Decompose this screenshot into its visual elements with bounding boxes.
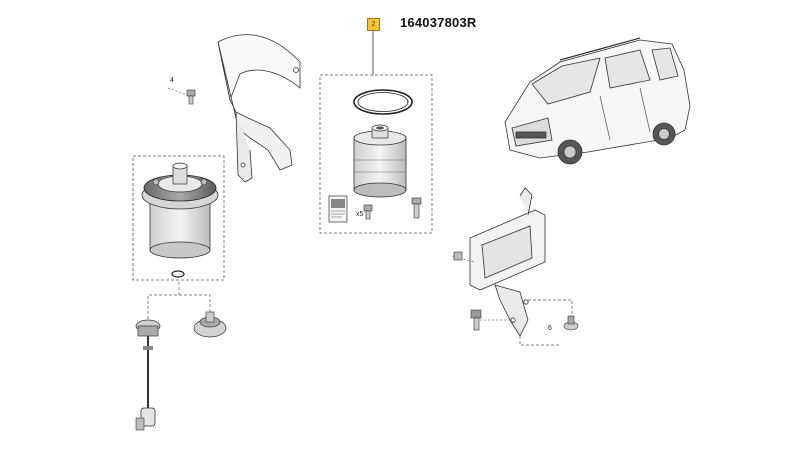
housing-o-ring[interactable]: [171, 270, 185, 278]
screw-label-4: 4: [170, 77, 174, 84]
bolt-label-6: 6: [548, 325, 552, 332]
fuel-filter-cartridge[interactable]: [353, 124, 407, 198]
o-ring[interactable]: [353, 89, 413, 115]
nut-connector-lines: [519, 299, 573, 346]
fuel-filter-housing[interactable]: [141, 162, 219, 259]
bracket-stud[interactable]: [453, 251, 463, 261]
vehicle-illustration: [504, 37, 691, 165]
sensor-connector-lines: [147, 282, 211, 320]
bleed-screw[interactable]: [411, 197, 422, 219]
water-in-fuel-sensor[interactable]: [135, 319, 161, 431]
heat-shield-bracket[interactable]: [217, 34, 301, 183]
filter-housing-box: [132, 155, 225, 281]
small-screw[interactable]: [363, 204, 373, 220]
instruction-sheet-icon: [328, 195, 348, 223]
callout-marker[interactable]: 2: [367, 18, 380, 31]
bracket-bolt[interactable]: [470, 309, 510, 331]
filter-mounting-bracket[interactable]: [469, 187, 546, 337]
nut-with-washer[interactable]: [563, 315, 579, 331]
kit-qty-label: x5: [356, 211, 364, 218]
drain-plug[interactable]: [193, 311, 227, 338]
filter-kit-box: [319, 74, 433, 234]
part-number-label: 164037803R: [400, 15, 477, 30]
mount-screw-top-left[interactable]: [167, 87, 196, 105]
